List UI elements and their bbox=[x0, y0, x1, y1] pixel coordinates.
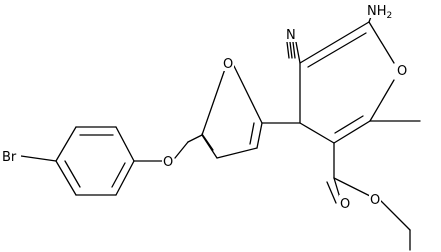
furan-oxygen-label: O bbox=[223, 57, 233, 72]
nitrile-n-bg bbox=[285, 26, 297, 42]
ester-c-o-double bbox=[326, 181, 337, 204]
phenyl-c4-c5-double bbox=[64, 160, 81, 188]
ester-c-o-alkoxy bbox=[333, 177, 371, 197]
alkoxy-ch2-bond bbox=[380, 200, 411, 231]
phenyl-c6-c1-bond bbox=[115, 160, 135, 196]
pyran-c5-c4-bond bbox=[299, 122, 335, 144]
furan-c2-c3-double bbox=[249, 122, 255, 145]
ester-carbonyl-o-bg bbox=[339, 195, 351, 211]
pyran-c6-c5-double bbox=[334, 115, 364, 134]
furan-c2-c3-bond bbox=[256, 122, 263, 149]
furan-c4-c5-double bbox=[201, 133, 214, 151]
bromine-bg bbox=[1, 148, 21, 164]
phenyl-c1-c2-bond bbox=[115, 126, 135, 162]
bromine-label: Br bbox=[2, 150, 17, 165]
nitrile-triple-bond-2 bbox=[289, 41, 293, 59]
furan-c5-o-bond bbox=[201, 65, 227, 136]
bond-group bbox=[20, 13, 421, 251]
phenyl-c3-c4-bond bbox=[55, 126, 77, 162]
furan-c5-ch2-bond bbox=[187, 134, 203, 143]
ester-carbonyl-oxygen-label: O bbox=[340, 197, 350, 212]
pyran-oxygen-label: O bbox=[397, 64, 407, 79]
pyran-o1-c6-bond bbox=[369, 79, 395, 122]
ch2-ether-o-bond bbox=[174, 141, 189, 159]
ester-alkoxy-o-bg bbox=[369, 191, 381, 207]
pyran-o-bg bbox=[396, 62, 408, 78]
nitrile-nitrogen-label: N bbox=[286, 28, 296, 43]
furan-o-bg bbox=[222, 55, 234, 71]
ester-alkoxy-oxygen-label: O bbox=[370, 193, 380, 208]
pyran-c2-o1-bond bbox=[368, 21, 395, 64]
pyran-c6-c5-bond bbox=[333, 120, 371, 144]
furan-c4-c5-bond bbox=[201, 134, 218, 159]
nitrile-triple-bond-1 bbox=[286, 41, 290, 59]
amino-group-label: NH2 bbox=[367, 4, 392, 21]
furan-o-c2-bond bbox=[233, 65, 263, 124]
ester-c-o-carbonyl bbox=[333, 177, 341, 199]
ether-o-bg bbox=[162, 153, 174, 169]
phenyl-c6-c1-double bbox=[111, 162, 126, 188]
phenyl-br-bond bbox=[20, 155, 57, 162]
ether-oxygen-label: O bbox=[163, 155, 173, 170]
amino-subscript-text: 2 bbox=[387, 11, 393, 21]
pyran-c3-c2-bond bbox=[299, 21, 370, 64]
nitrile-triple-bond-3 bbox=[292, 41, 296, 59]
atom-label-group: NH2 N O O O O O Br bbox=[1, 2, 408, 212]
nh2-label-bg bbox=[367, 2, 395, 18]
furan-c3-c4-bond bbox=[216, 147, 258, 159]
amino-nh-text: NH bbox=[367, 4, 387, 19]
pyran-c3-c2-double bbox=[307, 32, 367, 68]
phenyl-c4-c5-bond bbox=[55, 160, 77, 196]
c3-cn-bond bbox=[295, 41, 301, 64]
